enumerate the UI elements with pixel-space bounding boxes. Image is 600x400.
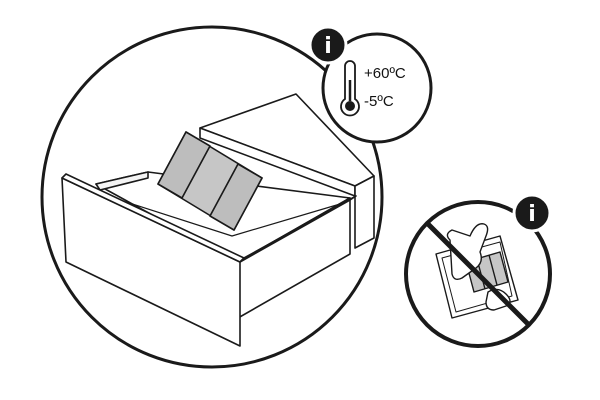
thermometer-icon [340,60,360,117]
max-temperature-label: +60ºC [364,65,406,82]
svg-text:i: i [324,34,332,59]
drawer-back-wall [95,171,149,191]
prohibition-slash [426,222,530,326]
temperature-info: i +60ºC -5ºC [308,25,433,144]
min-temperature-label: -5ºC [364,93,394,110]
hand-shape [446,223,489,281]
info-icon: i [308,25,348,65]
svg-text:i: i [528,202,536,227]
info-icon: i [512,193,552,233]
gel-pack [157,131,263,231]
crossed-out-sketch [435,223,519,319]
prohibition-warning: i [404,193,552,348]
drawer-scene [40,25,384,369]
cabinet [199,93,375,249]
